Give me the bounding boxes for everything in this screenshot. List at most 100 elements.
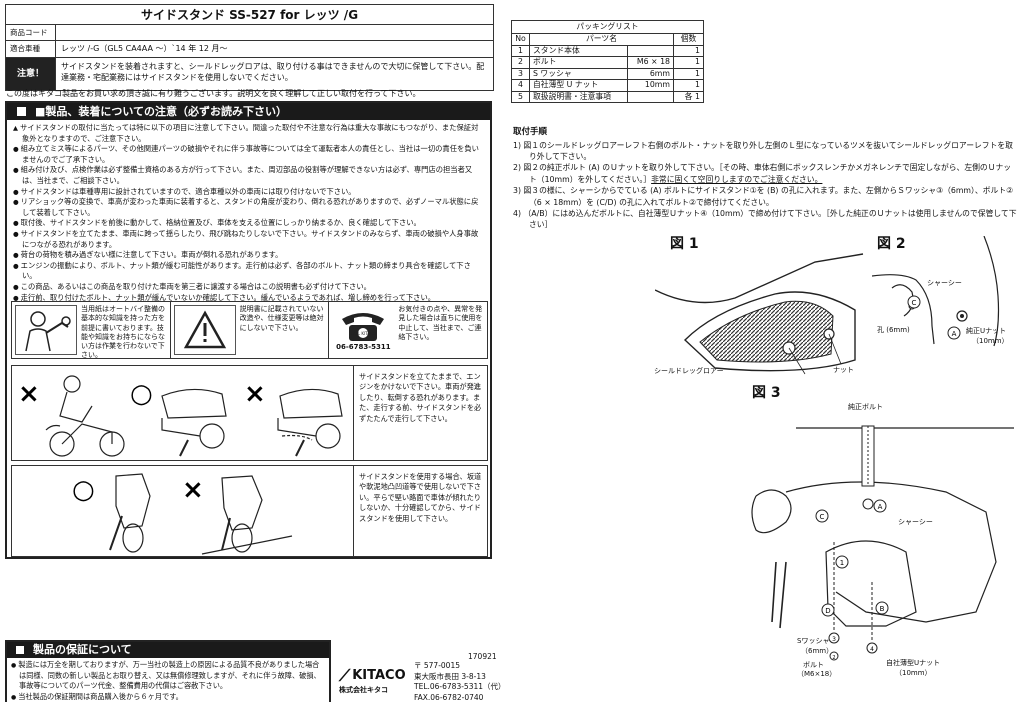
caution-item: リアショック等の変換で、車高が変わった車両に装着すると、スタンドの角度が変わり、… (13, 197, 484, 218)
caution-item: 走行前、取り付けたボルト、ナット類が緩んでいないか確認して下さい。緩んでいるよう… (13, 293, 484, 304)
cell-part: ボルト (529, 56, 628, 69)
step-num: 1) (513, 140, 522, 150)
cell-spec: 10mm (626, 79, 675, 92)
product-title: サイドスタンド SS-527 for レッツ /G (6, 5, 493, 25)
cell-spec (627, 44, 675, 57)
caution-item: 組み付け及び、点検作業は必ず整備士資格のある方が行って下さい。また、周辺部品の役… (13, 165, 484, 186)
caution-item: サイドスタンドを立てたまま、車両に跨って揺らしたり、飛び跳ねたりしないで下さい。… (13, 229, 484, 250)
fig3-n4-marker: 4 (870, 646, 874, 653)
caution-title: ■製品、装着についての注意（必ずお読み下さい） (7, 103, 490, 120)
intro-text: この度はキタコ製品をお買い求め頂き誠に有り難うございます。説明文を良く理解して正… (6, 89, 421, 98)
cell-no: 1 (511, 44, 530, 57)
cell-qty: 1 (673, 79, 704, 92)
packing-list-title: パッキングリスト (511, 20, 704, 34)
notice-label: 注意！ (6, 58, 56, 91)
company-address: 〒 577-0015 東大阪市長田 3-8-13 TEL.06-6783-531… (414, 661, 506, 702)
fig1-illustration (655, 253, 864, 375)
install-step: 1) 図１のシールドレッグロアーレフト右側のボルト・ナットを取り外し左側のＬ型に… (513, 140, 1018, 163)
cell-part: S ワッシャ (529, 67, 628, 80)
phone-icon: CALL KITACO 06-6783-5311 (332, 305, 394, 355)
cell-qty: 1 (673, 67, 704, 80)
ng-mark-3: × (182, 475, 204, 505)
fig3-bolt2-size: （M6×18） (797, 670, 837, 678)
cell-spec (626, 90, 675, 103)
fig3-illustration: C A D B 1 3 4 2 (751, 425, 1014, 661)
cell-no: 2 (511, 56, 530, 69)
product-code-value (56, 25, 493, 40)
cell-no: 3 (511, 67, 530, 80)
fig1-label: 図 1 (670, 236, 699, 252)
step-text: 図２の純正ボルト (A) のＵナットを取り外して下さい。［その時、車体右側にボッ… (523, 163, 1012, 184)
caution-list: サイドスタンドの取付に当たっては特に以下の項目に注意して下さい。間違った取付や不… (7, 120, 490, 303)
warranty-list: 製造には万全を期しておりますが、万一当社の製造上の原因による品質不良がありました… (7, 658, 329, 702)
install-step-list: 1) 図１のシールドレッグロアーレフト右側のボルト・ナットを取り外し左側のＬ型に… (513, 140, 1018, 231)
fig3-b-marker: B (880, 605, 885, 613)
company-name: 株式会社キタコ (339, 686, 388, 694)
ok-mark: ○ (130, 379, 153, 409)
info-panels-row: 当用紙はオートバイ整備の基本的な知識を持った方を前提に書いております。技能や知識… (11, 301, 488, 359)
call-kitaco-label: CALL KITACO (350, 331, 376, 336)
step-num: 3) (513, 186, 522, 196)
step-warning: 非常に固くて空回りしますのでご注意ください。 (651, 174, 823, 184)
cell-qty: 1 (673, 56, 704, 69)
product-code-row: 商品コード (6, 25, 493, 42)
step-text: （A/B）にはめ込んだボルトに、自社薄型Ｕナット④（10mm）で締め付けて下さい… (523, 209, 1017, 230)
warning-triangle-icon (173, 305, 236, 355)
cell-part: 取扱説明書・注意事項 (529, 90, 628, 103)
address: 東大阪市長田 3-8-13 (414, 671, 486, 681)
cell-no: 4 (511, 79, 530, 92)
fig2-a-marker: A (952, 330, 957, 338)
fig3-label: 図 3 (752, 385, 781, 401)
fig2-label: 図 2 (877, 236, 906, 252)
install-step: 3) 図３の様に、シャーシからでている (A) ボルトにサイドスタンド①を (B… (513, 185, 1018, 208)
cell-spec: M6 × 18 (626, 56, 675, 69)
warranty-item: 製造には万全を期しておりますが、万一当社の製造上の原因による品質不良がありました… (11, 660, 325, 692)
product-code-label: 商品コード (6, 25, 56, 41)
caution-item: 荷台の荷物を積み過ぎない様に注意して下さい。車両が倒れる恐れがあります。 (13, 250, 484, 261)
doc-code: 170921 (468, 652, 497, 661)
warranty-title: 製品の保証について (7, 642, 329, 658)
caution-item: 取付後、サイドスタンドを前後に動かして、格納位置及び、車体を支える位置にしっかり… (13, 218, 484, 229)
fig3-washer-label: Sワッシャ (797, 637, 830, 645)
fig3-c-marker: C (820, 513, 825, 521)
cell-qty: 1 (673, 44, 704, 57)
warranty-item: 当社製品の保証期間は商品購入後から６ヶ月です。 (11, 692, 325, 702)
col-part: パーツ名 (529, 33, 674, 46)
fig3-washer-size: （6mm） (801, 647, 834, 655)
company-logo-text: KITACO (352, 667, 406, 683)
fig3-a-marker: A (878, 503, 883, 511)
caution-panels: 当用紙はオートバイ整備の基本的な知識を持った方を前提に書いております。技能や知識… (11, 301, 488, 361)
fig2-chassis-label: シャーシー (927, 279, 962, 287)
contact-panel: CALL KITACO 06-6783-5311 お気付きの点や、異常を発見した… (329, 302, 487, 358)
fig2-c-marker: C (912, 299, 917, 307)
engine-stand-text: サイドスタンドを立てたままで、エンジンをかけないで下さい。車両が発進したり、転倒… (359, 372, 482, 423)
fig3-bolt2-label: ボルト (803, 661, 824, 669)
caution-item: この商品、あるいはこの商品を取り付けた車両を第三者に譲渡する場合はこの説明書も必… (13, 282, 484, 293)
company-logo: ⟋KITACO 株式会社キタコ (339, 666, 419, 695)
slope-stand-illustration: ○ × (12, 466, 354, 556)
step-num: 2) (513, 163, 522, 173)
mechanic-panel: 当用紙はオートバイ整備の基本的な知識を持った方を前提に書いております。技能や知識… (12, 302, 171, 359)
fig3-d-marker: D (825, 607, 830, 615)
fig3-n3-marker: 3 (832, 636, 836, 643)
fig3-unut-size: （10mm） (895, 669, 932, 677)
fig1-leg-label: シールドレッグロアー (654, 367, 724, 375)
warning-panel: 説明書に記載されていない改造や、仕様変更等は絶対にしないで下さい。 (171, 302, 330, 358)
ng-mark-2: × (244, 379, 266, 409)
step-num: 4) (513, 209, 522, 219)
step-text: 図１のシールドレッグロアーレフト右側のボルト・ナットを取り外し左側のＬ型になって… (523, 140, 1013, 162)
fig3-chassis-label: シャーシー (898, 518, 933, 526)
step-text: 図３の様に、シャーシからでている (A) ボルトにサイドスタンド①を (B) の… (523, 186, 1014, 207)
mechanic-icon (15, 305, 77, 355)
tel: TEL.06-6783-5311（代） (414, 682, 506, 691)
engine-stand-warning: × ○ × サイドスタンドを立てたままで、エンジンをかけないで下さい。車両が発進… (11, 365, 488, 461)
ng-mark: × (18, 379, 40, 409)
fitment-label: 適合車種 (6, 41, 56, 58)
fig3-bolt-label: 純正ボルト (848, 403, 883, 411)
cell-part: 自社薄型 U ナット (529, 79, 628, 92)
